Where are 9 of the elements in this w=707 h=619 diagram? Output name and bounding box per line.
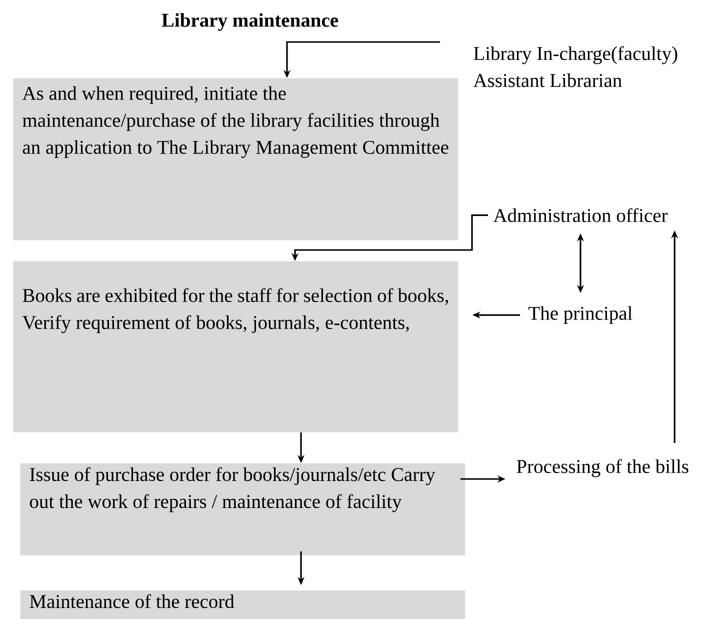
process-box: Maintenance of the record [20, 590, 466, 619]
process-box: Books are exhibited for the staff for selection of books, Verify requirement of books, journals, e-contents, [13, 261, 458, 432]
role-label: The principal [528, 306, 632, 324]
process-box: As and when required, initiate the maintenance/purchase of the library facilities through an application to The Library Management Committee [13, 78, 458, 240]
title: Library maintenance [162, 13, 338, 31]
role-label: Administration officer [493, 208, 668, 222]
role-label: Processing of the bills [516, 459, 688, 478]
process-box: Issue of purchase order for books/journals/etc Carry out the work of repairs / maintenance of facility [20, 463, 466, 556]
role-label: Library In-charge(faculty) Assistant Librarian [473, 46, 678, 88]
